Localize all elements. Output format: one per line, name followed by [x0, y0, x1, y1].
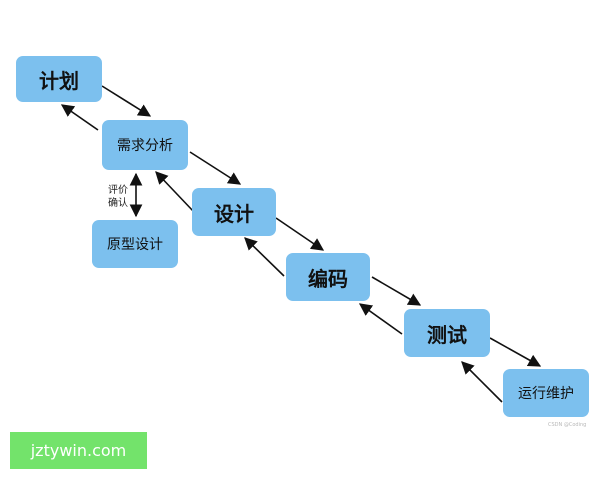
arrow-operations-to-testing — [461, 361, 503, 403]
node-operations-maintenance: 运行维护 — [503, 369, 589, 417]
node-operations-label: 运行维护 — [518, 386, 574, 402]
site-badge-text: jztywin.com — [30, 441, 127, 460]
review-label-line2: 确认 — [108, 198, 128, 209]
node-coding-label: 编码 — [308, 266, 348, 291]
arrow-testing-to-operations — [489, 337, 542, 367]
node-design-label: 设计 — [214, 201, 254, 226]
node-prototype-design: 原型设计 — [92, 220, 178, 268]
node-design: 设计 — [192, 188, 276, 236]
site-badge: jztywin.com — [10, 432, 147, 469]
arrow-coding-to-design — [244, 237, 285, 277]
node-requirements-label: 需求分析 — [117, 138, 173, 154]
arrow-design-to-coding — [275, 217, 325, 251]
arrow-plan-to-requirements — [101, 85, 152, 117]
arrow-design-to-requirements — [155, 171, 195, 213]
node-plan-label: 计划 — [39, 68, 79, 93]
source-watermark: CSDN @Coding — [548, 422, 587, 428]
arrow-coding-to-testing — [371, 276, 422, 306]
node-requirements-analysis: 需求分析 — [102, 120, 188, 170]
node-testing: 测试 — [404, 309, 490, 357]
node-prototype-label: 原型设计 — [107, 237, 163, 253]
arrow-testing-to-coding — [358, 303, 403, 335]
review-label-line1: 评价 — [108, 185, 128, 196]
node-coding: 编码 — [286, 253, 370, 301]
node-plan: 计划 — [16, 56, 102, 102]
node-testing-label: 测试 — [427, 322, 467, 347]
arrow-requirements-to-design — [189, 151, 242, 185]
review-confirm-label: 评价 确认 — [104, 184, 132, 210]
arrow-requirements-to-plan — [60, 104, 99, 131]
